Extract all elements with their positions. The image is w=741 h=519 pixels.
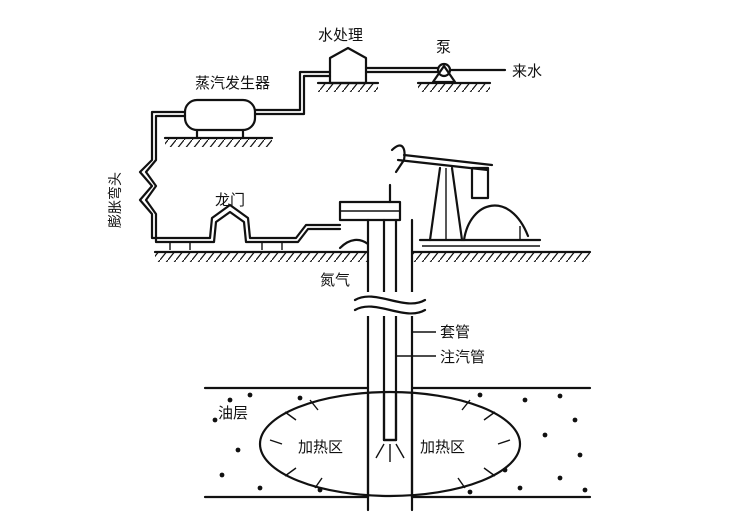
treatment-ground bbox=[316, 81, 380, 92]
label-steam-injection-pipe: 注汽管 bbox=[440, 348, 485, 366]
surface-ground bbox=[153, 250, 592, 262]
pumping-unit bbox=[388, 144, 542, 247]
label-water-treatment: 水处理 bbox=[318, 26, 363, 44]
generator-ground bbox=[163, 136, 274, 147]
label-nitrogen: 氮气 bbox=[320, 271, 350, 289]
flow-arrows bbox=[269, 399, 511, 489]
feedwater-pipe bbox=[253, 70, 332, 116]
label-heating-zone-right: 加热区 bbox=[420, 438, 465, 456]
label-heating-zone-left: 加热区 bbox=[298, 438, 343, 456]
pump-ground bbox=[416, 81, 492, 92]
label-steam-generator: 蒸汽发生器 bbox=[195, 74, 270, 92]
label-gantry: 龙门 bbox=[215, 191, 245, 209]
steam-line bbox=[138, 110, 342, 244]
oil-layer bbox=[203, 386, 592, 499]
oil-dots bbox=[212, 392, 588, 495]
label-incoming-water: 来水 bbox=[512, 62, 542, 80]
pump bbox=[431, 62, 507, 84]
nitrogen-inlet bbox=[338, 238, 370, 250]
steam-generator bbox=[183, 98, 257, 140]
pipe-supports bbox=[169, 242, 283, 250]
wellhead bbox=[338, 200, 402, 222]
label-oil-layer: 油层 bbox=[218, 404, 248, 422]
leader-lines bbox=[396, 331, 436, 357]
depth-break bbox=[353, 292, 427, 316]
injection-pipe bbox=[382, 218, 398, 442]
casing-pipe bbox=[366, 218, 414, 512]
heating-zone bbox=[258, 390, 522, 499]
water-treatment-unit bbox=[328, 46, 440, 85]
label-casing: 套管 bbox=[440, 323, 470, 341]
label-expansion-bend: 膨胀弯头 bbox=[107, 172, 124, 228]
label-pump: 泵 bbox=[436, 38, 451, 56]
